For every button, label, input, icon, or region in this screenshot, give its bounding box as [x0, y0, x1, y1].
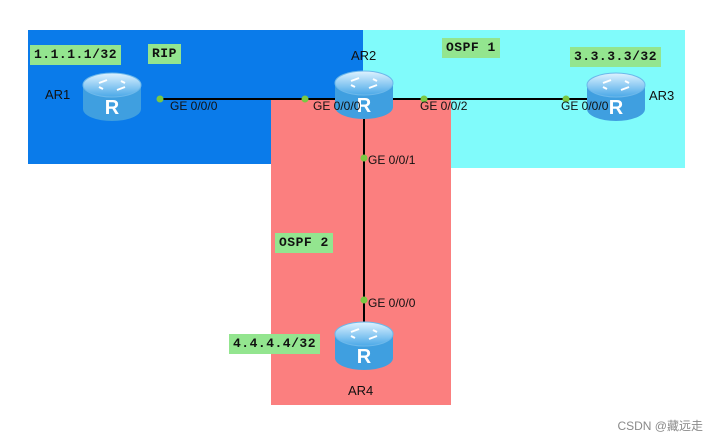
router-icon[interactable]: R	[81, 71, 143, 123]
watermark: CSDN @藏远走	[617, 419, 703, 433]
router-name-ar4: AR4	[348, 383, 374, 398]
router-name-ar3: AR3	[649, 88, 675, 103]
svg-text:R: R	[357, 95, 372, 117]
loopback-ar3: 3.3.3.3/32	[570, 47, 662, 67]
router-name-ar1: AR1	[45, 87, 71, 102]
svg-text:R: R	[357, 346, 372, 368]
port-dot	[156, 95, 164, 103]
loopback-ar1: 1.1.1.1/32	[30, 45, 122, 65]
loopback-ar4: 4.4.4.4/32	[229, 334, 321, 354]
svg-text:R: R	[105, 97, 120, 119]
router-icon[interactable]: R	[585, 71, 647, 123]
router-icon[interactable]: R	[333, 320, 395, 372]
interface-ar1-ge000: GE 0/0/0	[170, 99, 218, 113]
interface-ar3-ge000: GE 0/0/0	[561, 99, 609, 113]
area-label-ospf2: OSPF 2	[275, 233, 333, 253]
interface-ar2-ge001: GE 0/0/1	[368, 153, 416, 167]
interface-ar4-ge000: GE 0/0/0	[368, 296, 416, 310]
area-label-rip: RIP	[148, 44, 181, 64]
port-dot	[301, 95, 309, 103]
interface-ar2-ge000: GE 0/0/0	[313, 99, 361, 113]
port-dot	[420, 95, 428, 103]
svg-text:R: R	[609, 97, 624, 119]
interface-ar2-ge002: GE 0/0/2	[420, 99, 468, 113]
router-icon[interactable]: R	[333, 69, 395, 121]
port-dot	[562, 95, 570, 103]
port-dot	[360, 296, 368, 304]
area-label-ospf1: OSPF 1	[442, 38, 500, 58]
port-dot	[360, 154, 368, 162]
router-name-ar2: AR2	[351, 48, 377, 63]
